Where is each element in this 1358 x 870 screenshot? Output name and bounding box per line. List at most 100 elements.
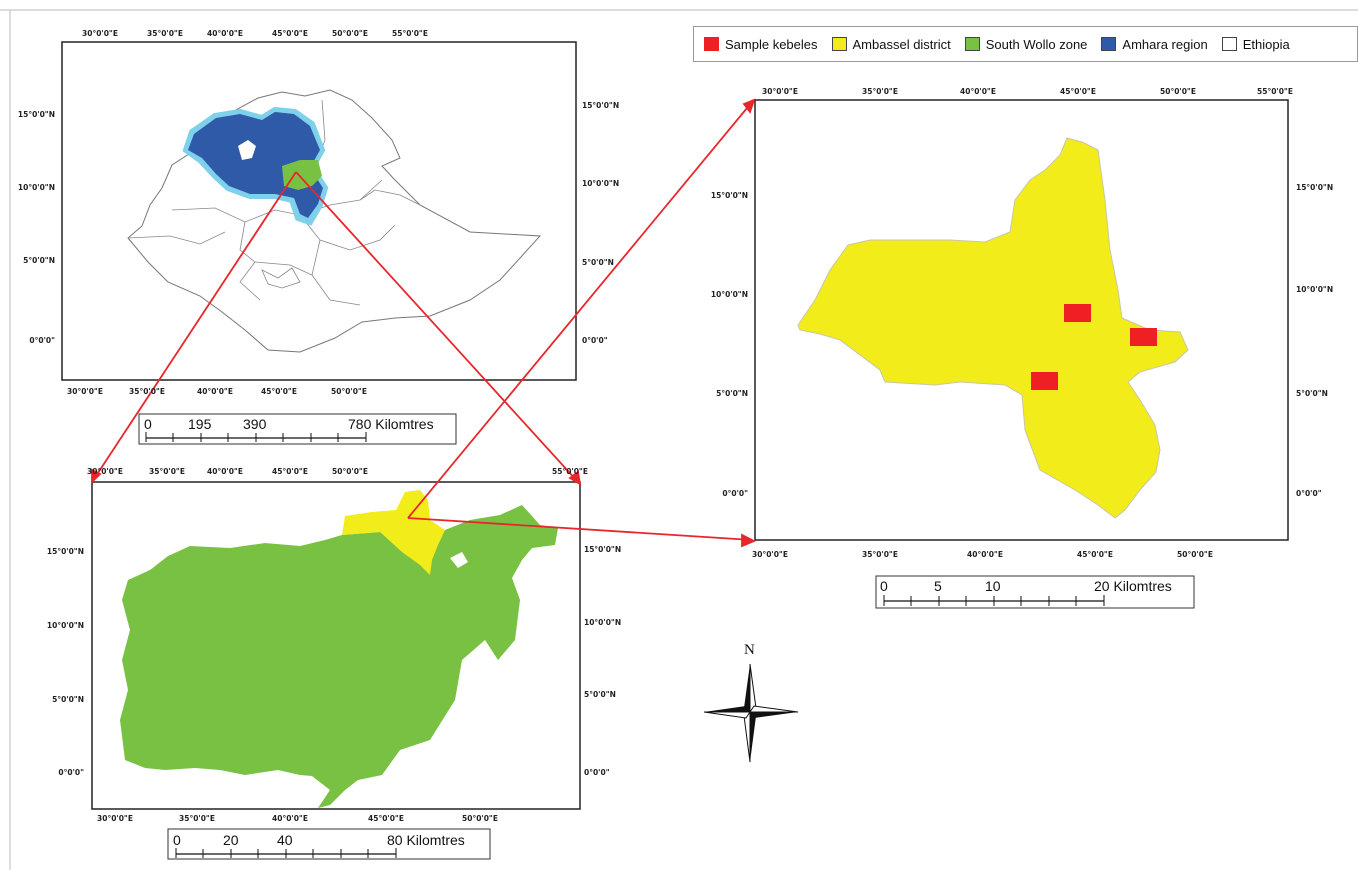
graticule-label: 35°0'0"E — [862, 550, 898, 559]
map-ethiopia — [61, 41, 577, 381]
graticule-label: 30°0'0"E — [87, 467, 123, 476]
legend-label: South Wollo zone — [985, 36, 1088, 52]
arrowhead — [742, 98, 756, 114]
graticule-label: 55°0'0"E — [1257, 87, 1293, 96]
ambassel-district-small — [342, 490, 445, 575]
graticule-label: 30°0'0"E — [762, 87, 798, 96]
graticule-label: 0°0'0" — [29, 336, 55, 345]
scale-label: 40 — [277, 832, 293, 848]
graticule-label: 30°0'0"E — [97, 814, 133, 823]
graticule-label: 15°0'0"N — [47, 547, 84, 556]
arrowhead — [568, 470, 582, 486]
graticule-label: 0°0'0" — [584, 768, 610, 777]
sample-kebele-marker — [1031, 372, 1058, 390]
graticule-label: 0°0'0" — [582, 336, 608, 345]
legend-item-south-wollo-zone: South Wollo zone — [964, 36, 1088, 52]
graticule-label: 50°0'0"E — [332, 29, 368, 38]
ambassel-district — [797, 137, 1189, 519]
legend-item-ethiopia: Ethiopia — [1221, 36, 1290, 52]
graticule-label: 40°0'0"E — [207, 467, 243, 476]
map-south-wollo — [91, 481, 581, 810]
scale-bar-south-wollo: 0 20 40 80 Kilomtres — [167, 828, 491, 860]
map-legend: Sample kebeles Ambassel district South W… — [693, 26, 1358, 62]
graticule-label: 15°0'0"N — [1296, 183, 1333, 192]
graticule-label: 5°0'0"N — [582, 258, 614, 267]
graticule-label: 50°0'0"E — [1160, 87, 1196, 96]
legend-label: Ambassel district — [852, 36, 951, 52]
graticule-label: 55°0'0"E — [392, 29, 428, 38]
graticule-label: 5°0'0"N — [52, 695, 84, 704]
amhara-lake-tana — [238, 140, 256, 160]
graticule-label: 40°0'0"E — [960, 87, 996, 96]
graticule-label: 0°0'0" — [722, 489, 748, 498]
graticule-label: 40°0'0"E — [272, 814, 308, 823]
south-wollo-zone-small — [282, 160, 322, 190]
sample-kebele-marker — [1064, 304, 1091, 322]
south-wollo-zone — [120, 505, 558, 808]
legend-item-sample-kebeles: Sample kebeles — [704, 37, 818, 52]
legend-item-ambassel-district: Ambassel district — [831, 36, 951, 52]
scale-bar-ethiopia: 0 195 390 780 Kilomtres — [138, 413, 457, 445]
legend-label: Sample kebeles — [725, 36, 818, 52]
connector-lines — [91, 98, 757, 548]
scale-label: 195 — [188, 416, 212, 432]
legend-swatch — [1221, 37, 1237, 51]
graticule-labels: 30°0'0"E 35°0'0"E 40°0'0"E 45°0'0"E 50°0'0"E… — [18, 29, 1333, 823]
ethiopia-internal-boundaries — [127, 99, 421, 306]
scale-label: 10 — [985, 578, 1001, 594]
graticule-label: 50°0'0"E — [1177, 550, 1213, 559]
graticule-label: 5°0'0"N — [1296, 389, 1328, 398]
graticule-label: 30°0'0"E — [82, 29, 118, 38]
graticule-label: 45°0'0"E — [1077, 550, 1113, 559]
arrowhead — [91, 468, 102, 485]
graticule-label: 45°0'0"E — [272, 467, 308, 476]
graticule-label: 10°0'0"N — [18, 183, 55, 192]
graticule-label: 35°0'0"E — [147, 29, 183, 38]
legend-swatch — [964, 37, 980, 51]
graticule-label: 35°0'0"E — [149, 467, 185, 476]
graticule-label: 35°0'0"E — [179, 814, 215, 823]
graticule-label: 5°0'0"N — [716, 389, 748, 398]
map-ambassel — [754, 99, 1289, 541]
graticule-label: 0°0'0" — [1296, 489, 1322, 498]
scale-label: 20 Kilomtres — [1094, 578, 1172, 594]
zone-gap — [450, 552, 468, 568]
graticule-label: 15°0'0"N — [582, 101, 619, 110]
legend-swatch — [1101, 37, 1117, 51]
scale-label: 20 — [223, 832, 239, 848]
graticule-label: 30°0'0"E — [67, 387, 103, 396]
scale-label: 390 — [243, 416, 267, 432]
scale-label: 80 Kilomtres — [387, 832, 465, 848]
scale-bar-ambassel: 0 5 10 20 Kilomtres — [875, 575, 1195, 609]
graticule-label: 10°0'0"N — [711, 290, 748, 299]
graticule-label: 40°0'0"E — [967, 550, 1003, 559]
graticule-label: 10°0'0"N — [47, 621, 84, 630]
legend-swatch — [704, 37, 719, 51]
graticule-label: 55°0'0"E — [552, 467, 588, 476]
arrowhead — [741, 533, 757, 548]
scale-label: 0 — [880, 578, 888, 594]
graticule-label: 10°0'0"N — [1296, 285, 1333, 294]
graticule-label: 45°0'0"E — [261, 387, 297, 396]
graticule-label: 0°0'0" — [58, 768, 84, 777]
graticule-label: 5°0'0"N — [23, 256, 55, 265]
graticule-label: 5°0'0"N — [584, 690, 616, 699]
north-arrow-icon: N — [703, 642, 799, 763]
graticule-label: 35°0'0"E — [129, 387, 165, 396]
legend-label: Ethiopia — [1242, 36, 1290, 52]
graticule-label: 10°0'0"N — [582, 179, 619, 188]
legend-label: Amhara region — [1122, 36, 1208, 52]
graticule-label: 50°0'0"E — [331, 387, 367, 396]
graticule-label: 15°0'0"N — [584, 545, 621, 554]
scale-label: 780 Kilomtres — [348, 416, 434, 432]
graticule-label: 40°0'0"E — [207, 29, 243, 38]
amhara-region — [188, 112, 323, 218]
graticule-label: 15°0'0"N — [711, 191, 748, 200]
scale-label: 0 — [144, 416, 152, 432]
graticule-label: 15°0'0"N — [18, 110, 55, 119]
graticule-label: 40°0'0"E — [197, 387, 233, 396]
graticule-label: 50°0'0"E — [332, 467, 368, 476]
legend-item-amhara-region: Amhara region — [1101, 36, 1208, 52]
north-label: N — [744, 642, 755, 658]
